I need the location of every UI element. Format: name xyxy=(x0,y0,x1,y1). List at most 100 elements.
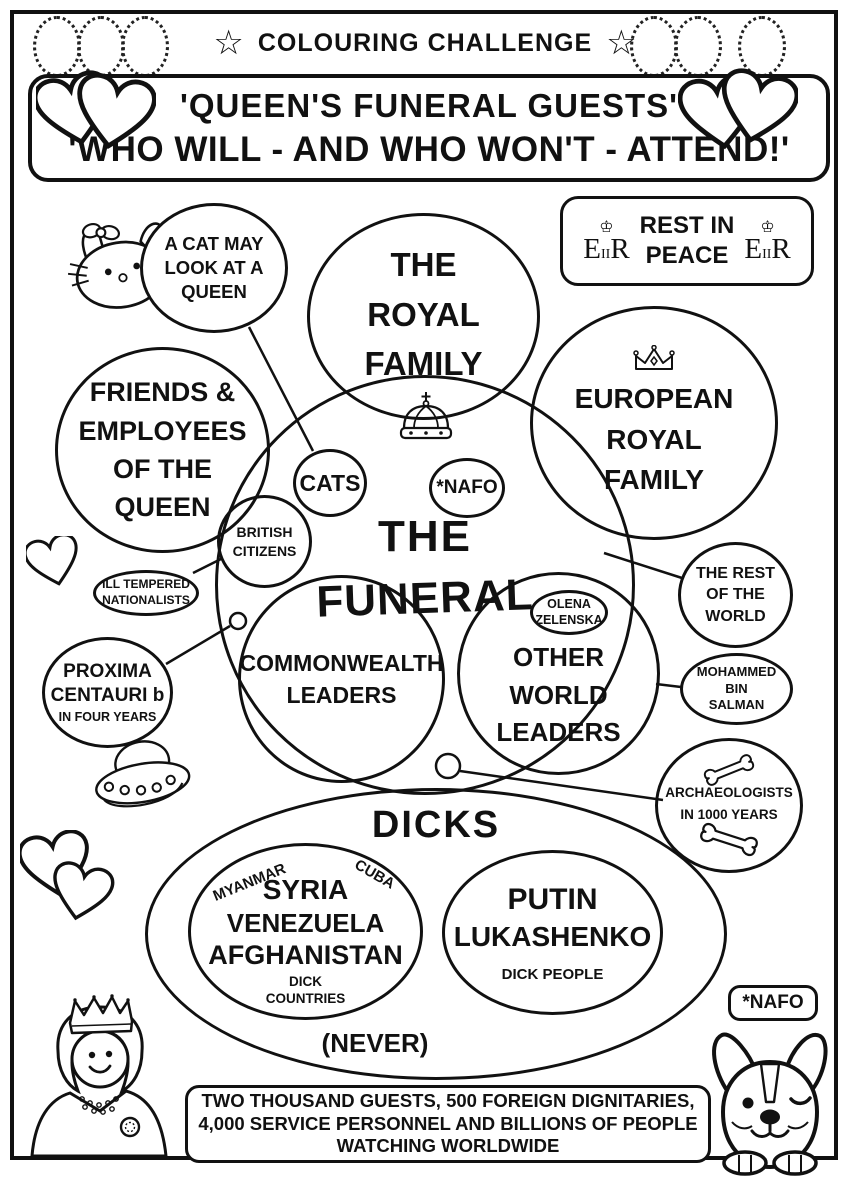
label-line: THE REST xyxy=(695,564,776,582)
label-line: LEADERS xyxy=(286,682,397,708)
set-rest-of-world: THE REST OF THE WORLD xyxy=(678,542,793,648)
crown-icon: ♔ xyxy=(599,216,614,236)
label-line: PROXIMA xyxy=(63,660,152,682)
cypher-r: R xyxy=(610,232,630,265)
cypher-ii: II xyxy=(762,246,772,262)
cypher-r: R xyxy=(771,232,791,265)
banner: ☆ COLOURING CHALLENGE ☆ xyxy=(210,16,640,70)
footer-line: TWO THOUSAND GUESTS, 500 FOREIGN DIGNITA… xyxy=(201,1089,695,1111)
label-line: VENEZUELA xyxy=(226,908,385,938)
set-commonwealth-leaders: COMMONWEALTH LEADERS xyxy=(238,575,445,783)
rest-in-peace-box: ♔ EIIR REST IN PEACE ♔ EIIR xyxy=(560,196,814,286)
label-line: QUEEN xyxy=(181,281,247,303)
banner-title: COLOURING CHALLENGE xyxy=(257,28,593,57)
label-line: OLENA xyxy=(547,596,591,611)
label-line: ZELENSKA xyxy=(535,612,603,627)
crown-icon: ♔ xyxy=(760,216,775,236)
heart-icon xyxy=(26,536,78,586)
label-line: BRITISH xyxy=(236,523,293,540)
label-line: NATIONALISTS xyxy=(102,593,190,607)
label-line: FAMILY xyxy=(603,464,705,496)
set-olena-zelenska: OLENA ZELENSKA xyxy=(530,590,608,635)
label-line: PUTIN xyxy=(507,883,598,917)
hearts-icon xyxy=(678,68,798,150)
footer-caption-box: TWO THOUSAND GUESTS, 500 FOREIGN DIGNITA… xyxy=(185,1085,711,1163)
set-proxima-centauri: PROXIMA CENTAURI b IN FOUR YEARS xyxy=(42,637,173,748)
set-nafo: *NAFO xyxy=(429,458,505,518)
label-line: FRIENDS & xyxy=(89,377,236,408)
label-line: A CAT MAY xyxy=(164,232,264,254)
label-line: ARCHAEOLOGISTS xyxy=(665,785,793,801)
set-archaeologists: ARCHAEOLOGISTS IN 1000 YEARS xyxy=(655,738,803,873)
tiara-icon xyxy=(633,345,675,371)
label-subline: COUNTRIES xyxy=(265,991,346,1006)
set-ill-tempered-nationalists: ILL TEMPERED NATIONALISTS xyxy=(93,570,199,616)
label-line: MOHAMMED xyxy=(696,663,777,679)
hearts-icon xyxy=(20,830,115,921)
label-line: WORLD xyxy=(509,679,608,710)
bone-icon xyxy=(700,822,758,856)
label-line: IN 1000 YEARS xyxy=(680,806,778,822)
hearts-icon xyxy=(36,70,156,150)
cypher-ii: II xyxy=(600,246,611,262)
label-line: ROYAL xyxy=(367,295,480,333)
label-line: CENTAURI b xyxy=(50,685,165,707)
label-line: LUKASHENKO xyxy=(453,921,652,953)
label-line: OF THE xyxy=(706,586,765,604)
footer-line: 4,000 SERVICE PERSONNEL AND BILLIONS OF … xyxy=(198,1112,698,1134)
label-line: ILL TEMPERED xyxy=(102,577,190,592)
label-line: THE xyxy=(390,246,457,283)
label-subline: DICK PEOPLE xyxy=(501,966,604,984)
label-line: WORLD xyxy=(705,607,766,625)
label-line: QUEEN xyxy=(114,492,211,523)
label-line: AFGHANISTAN xyxy=(208,940,403,970)
corgi-icon xyxy=(712,1032,828,1176)
label-line: EMPLOYEES xyxy=(78,415,247,446)
label-line: OTHER xyxy=(513,641,604,672)
label-subline: DICK xyxy=(289,974,322,989)
cypher-e: E xyxy=(583,232,601,265)
star-icon: ☆ xyxy=(213,23,244,63)
label-line: SYRIA xyxy=(262,874,349,905)
ufo-icon xyxy=(95,740,191,808)
set-mohammed-bin-salman: MOHAMMED BIN SALMAN xyxy=(680,653,793,725)
rip-line2: PEACE xyxy=(645,242,729,269)
set-dick-people: PUTIN LUKASHENKO DICK PEOPLE xyxy=(442,850,663,1015)
label-line: LEADERS xyxy=(496,717,621,748)
set-cats: CATS xyxy=(293,449,367,517)
label-line: *NAFO xyxy=(742,992,804,1013)
dicks-never: (NEVER) xyxy=(321,1028,429,1058)
title-line2: 'WHO WILL - AND WHO WON'T - ATTEND!' xyxy=(68,129,790,169)
label-line: CATS xyxy=(299,469,361,496)
nafo-footnote-label: *NAFO xyxy=(728,985,818,1021)
label-line: LOOK AT A xyxy=(164,256,264,278)
label-line: COMMONWEALTH xyxy=(239,649,444,676)
label-subline: IN FOUR YEARS xyxy=(58,710,157,725)
star-icon: ☆ xyxy=(606,23,637,63)
footer-line: WATCHING WORLDWIDE xyxy=(336,1135,560,1157)
label-line: FAMILY xyxy=(364,345,483,382)
funeral-label-the: THE xyxy=(378,512,472,561)
set-european-royal-family: EUROPEAN ROYAL FAMILY xyxy=(530,306,778,540)
royal-cypher-icon: ♔ EIIR xyxy=(583,216,630,265)
set-friends-employees: FRIENDS & EMPLOYEES OF THE QUEEN xyxy=(55,347,270,553)
cypher-e: E xyxy=(744,232,763,265)
rip-text: REST IN PEACE xyxy=(640,211,735,271)
label-line: *NAFO xyxy=(436,477,498,498)
label-line: BIN xyxy=(725,680,748,696)
rip-line1: REST IN xyxy=(639,212,735,239)
queen-figure-icon xyxy=(30,994,168,1156)
cat-speech-bubble: A CAT MAY LOOK AT A QUEEN xyxy=(140,203,288,333)
label-line: ROYAL xyxy=(606,423,702,455)
dicks-title: DICKS xyxy=(371,804,501,846)
set-british-citizens: BRITISH CITIZENS xyxy=(217,495,312,588)
title-line1: 'QUEEN'S FUNERAL GUESTS' xyxy=(180,86,678,124)
label-line: OF THE xyxy=(113,454,212,484)
set-dick-countries: MYANMAR CUBA SYRIA VENEZUELA AFGHANISTAN… xyxy=(188,843,423,1020)
royal-cypher-icon: ♔ EIIR xyxy=(744,216,791,265)
bone-icon xyxy=(703,754,755,787)
label-line: SALMAN xyxy=(708,697,765,713)
label-line: EUROPEAN xyxy=(574,383,734,415)
label-line: CITIZENS xyxy=(232,542,297,559)
